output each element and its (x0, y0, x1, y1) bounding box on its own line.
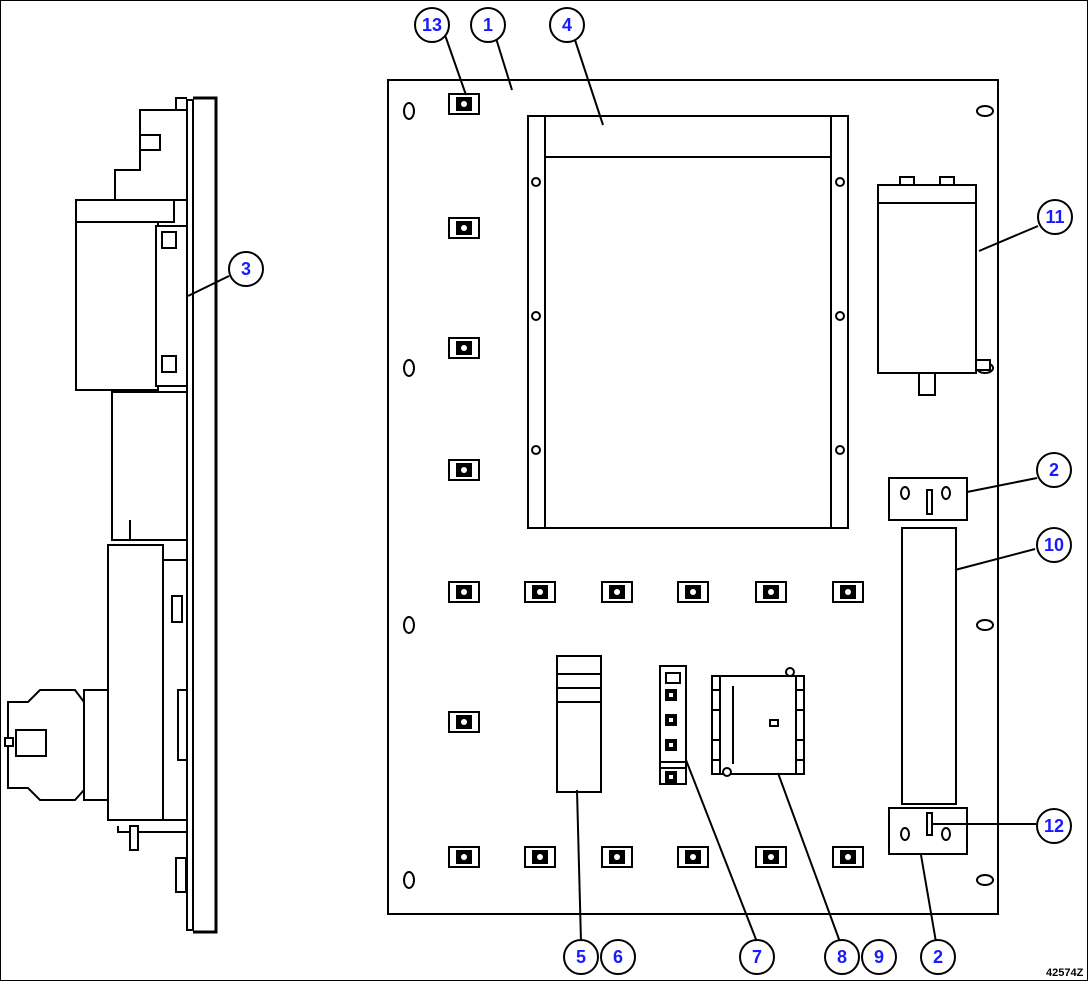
leader-lines (187, 34, 1039, 943)
terminal-post-hole (537, 589, 543, 595)
svg-text:13: 13 (422, 15, 442, 35)
svg-text:12: 12 (1044, 816, 1064, 836)
callout-11: 11 (1037, 199, 1073, 235)
terminal-post-hole (461, 589, 467, 595)
callout-7: 7 (739, 939, 775, 975)
svg-text:2: 2 (933, 947, 943, 967)
callout-2-upper: 2 (1036, 452, 1072, 488)
callout-2-lower: 2 (920, 939, 956, 975)
component-3-side-body (75, 221, 159, 391)
terminal-post-hole (768, 854, 774, 860)
terminal-post-hole (845, 589, 851, 595)
svg-text:2: 2 (1049, 460, 1059, 480)
component-8-relay (711, 667, 805, 777)
callout-13: 13 (414, 7, 450, 43)
svg-text:7: 7 (752, 947, 762, 967)
svg-text:4: 4 (562, 15, 572, 35)
svg-text:11: 11 (1045, 207, 1064, 227)
terminal-post-hole (614, 854, 620, 860)
component-7-terminal-strip (659, 665, 687, 785)
terminal-post-hole (461, 467, 467, 473)
terminal-post-hole (845, 854, 851, 860)
terminal-post-hole (768, 589, 774, 595)
terminal-post-hole (461, 854, 467, 860)
svg-text:1: 1 (483, 15, 493, 35)
svg-text:5: 5 (576, 947, 586, 967)
callout-4: 4 (549, 7, 585, 43)
figure-id: 42574Z (1046, 967, 1084, 979)
terminal-post-hole (461, 719, 467, 725)
callout-10: 10 (1036, 527, 1072, 563)
component-5 (556, 655, 602, 793)
terminal-post-hole (537, 854, 543, 860)
callout-1: 1 (470, 7, 506, 43)
component-2-upper-clamp (888, 477, 968, 521)
callout-9: 9 (861, 939, 897, 975)
svg-text:10: 10 (1044, 535, 1064, 555)
component-11 (877, 176, 991, 396)
svg-text:8: 8 (837, 947, 847, 967)
terminal-post-hole (461, 225, 467, 231)
terminal-post-hole (461, 345, 467, 351)
terminal-post-hole (461, 101, 467, 107)
component-10 (901, 527, 957, 805)
callouts: 13 1 4 3 11 2 10 12 5 6 7 8 9 2 (228, 7, 1073, 975)
svg-text:6: 6 (613, 947, 623, 967)
callout-5: 5 (563, 939, 599, 975)
terminal-post-hole (690, 854, 696, 860)
terminal-post-hole (614, 589, 620, 595)
callout-6: 6 (600, 939, 636, 975)
callout-12: 12 (1036, 808, 1072, 844)
svg-text:3: 3 (241, 259, 251, 279)
callout-8: 8 (824, 939, 860, 975)
component-3-side-cap (75, 199, 175, 223)
svg-text:9: 9 (874, 947, 884, 967)
terminal-post-hole (690, 589, 696, 595)
component-4-module (527, 115, 849, 529)
side-view (4, 96, 218, 934)
callout-3: 3 (228, 251, 264, 287)
component-2-lower-clamp (888, 807, 968, 855)
terminal-posts (448, 93, 864, 868)
